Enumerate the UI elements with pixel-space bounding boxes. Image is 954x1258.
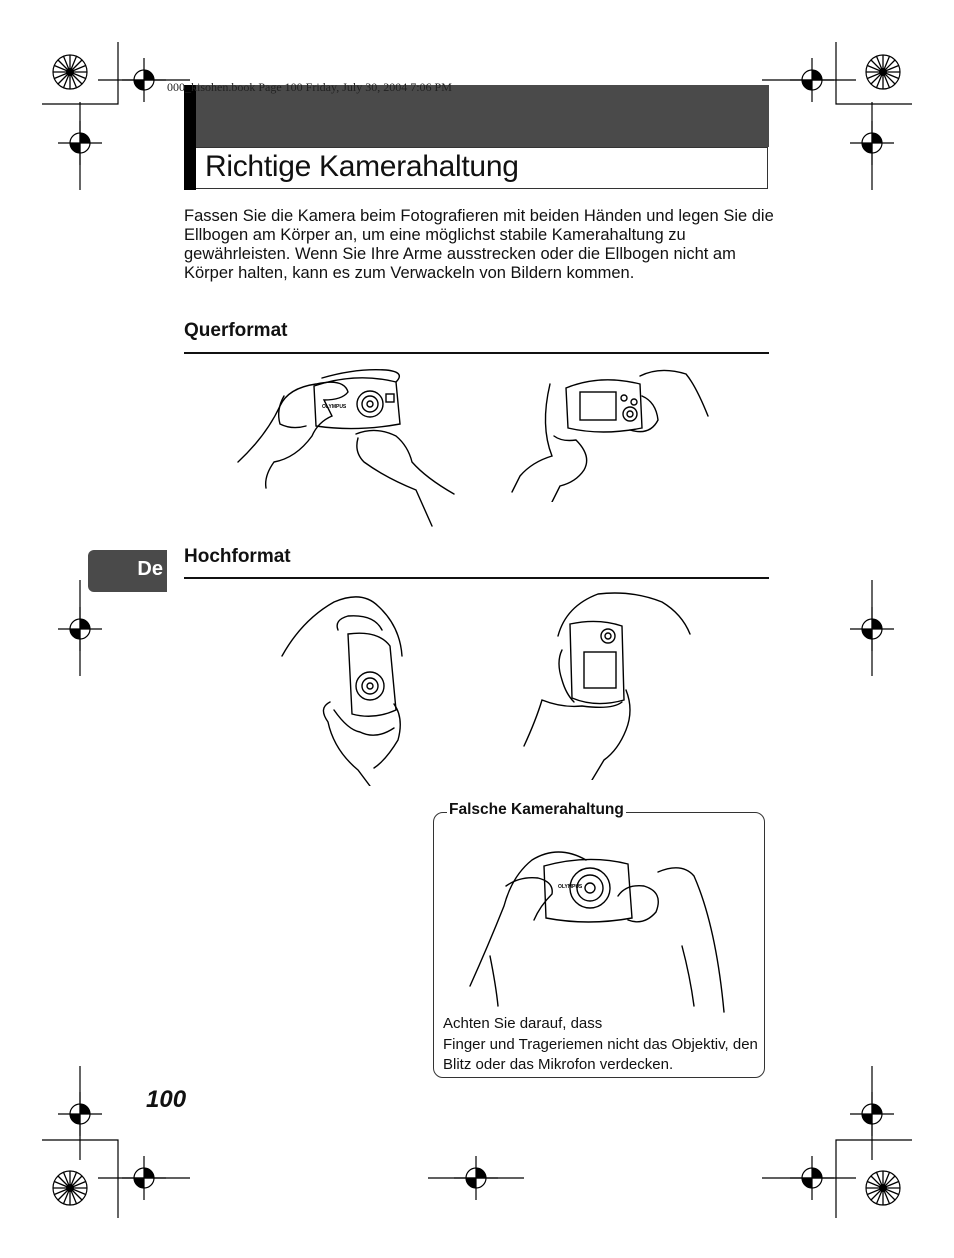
wrong-note-line2: Finger und Trageriemen nicht das Objekti… <box>443 1035 758 1074</box>
book-header: 000_kisohen.book Page 100 Friday, July 3… <box>167 80 452 94</box>
wrong-note-line1: Achten Sie darauf, dass <box>443 1015 603 1032</box>
language-tab: De <box>88 550 167 592</box>
brand-label: OLYMPUS <box>322 404 347 410</box>
portrait-front-illustration <box>281 596 403 786</box>
page-title: Richtige Kamerahaltung <box>205 150 519 183</box>
title-bar <box>184 85 769 147</box>
heading-portrait: Hochformat <box>184 546 291 567</box>
divider-landscape <box>184 352 769 354</box>
language-tab-label: De <box>137 558 163 580</box>
page-number: 100 <box>146 1086 187 1113</box>
title-box <box>196 147 768 189</box>
brand-label-small: OLYMPUS <box>558 884 583 890</box>
landscape-front-illustration: OLYMPUS <box>237 369 455 527</box>
wrong-holding-note: Achten Sie darauf, dass Finger und Trage… <box>443 1014 763 1076</box>
intro-paragraph: Fassen Sie die Kamera beim Fotografieren… <box>184 207 774 282</box>
landscape-back-illustration <box>511 369 709 502</box>
wrong-holding-illustration: OLYMPUS <box>469 851 725 1013</box>
portrait-back-illustration <box>523 592 691 780</box>
divider-portrait <box>184 577 769 579</box>
wrong-holding-title: Falsche Kamerahaltung <box>447 801 626 819</box>
heading-landscape: Querformat <box>184 320 288 341</box>
title-accent <box>184 85 196 190</box>
